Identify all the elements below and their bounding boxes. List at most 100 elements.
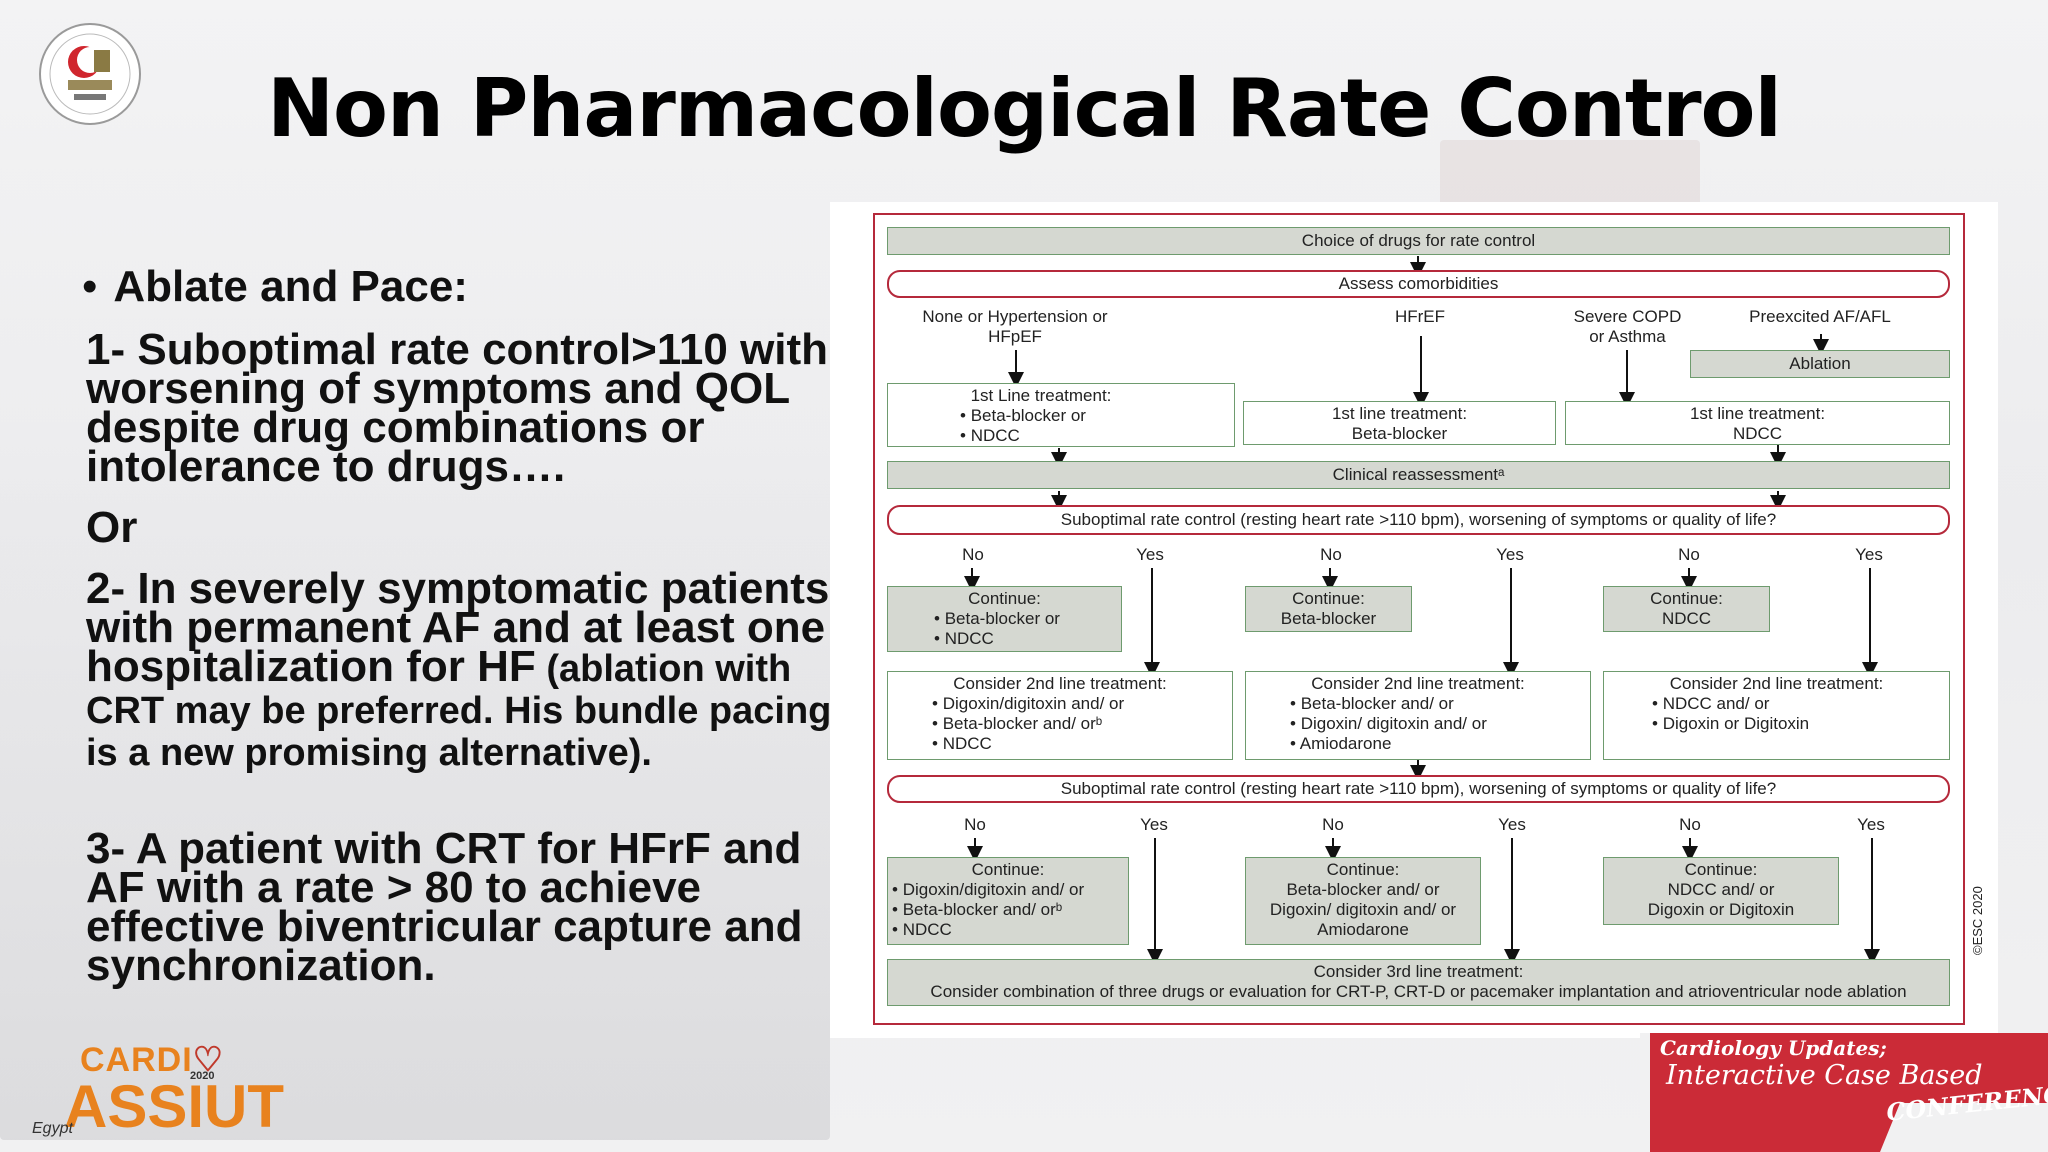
first-line-none-list: Beta-blocker or NDCC xyxy=(888,406,1234,446)
continue-hfref-2: Continue: Beta-blocker and/ or Digoxin/ … xyxy=(1245,857,1481,945)
background-decoration xyxy=(0,440,830,1140)
no-label: No xyxy=(1678,545,1700,564)
third-line-box: Consider 3rd line treatment: Consider co… xyxy=(887,959,1950,1006)
suboptimal-label-2: Suboptimal rate control (resting heart r… xyxy=(1060,779,1777,798)
ablation-box: Ablation xyxy=(1690,350,1950,378)
second-line-head: Consider 2nd line treatment: xyxy=(1311,674,1525,693)
yes-label: Yes xyxy=(1496,545,1524,564)
no-label: No xyxy=(964,815,986,834)
second-line-item: NDCC xyxy=(932,734,1232,754)
first-line-none: 1st Line treatment: Beta-blocker or NDCC xyxy=(887,383,1235,447)
suboptimal-label-1: Suboptimal rate control (resting heart r… xyxy=(1060,510,1777,529)
esc-copyright: ©ESC 2020 xyxy=(1970,886,1985,955)
second-line-copd-list: NDCC and/ or Digoxin or Digitoxin xyxy=(1604,694,1949,734)
first-line-copd-head: 1st line treatment: xyxy=(1689,404,1826,423)
point-2-bold: 2- In severely symptomatic patients with… xyxy=(86,564,830,691)
continue-copd: Continue: NDCC xyxy=(1603,586,1770,632)
third-line-head: Consider 3rd line treatment: xyxy=(1313,962,1524,981)
third-line-body: Consider combination of three drugs or e… xyxy=(930,982,1907,1001)
continue-copd-2: Continue: NDCC and/ or Digoxin or Digito… xyxy=(1603,857,1839,925)
category-copd-asthma: Severe COPD or Asthma xyxy=(1573,307,1682,346)
continue-hfref: Continue: Beta-blocker xyxy=(1245,586,1412,632)
second-line-hfref-list: Beta-blocker and/ or Digoxin/ digitoxin … xyxy=(1246,694,1590,754)
first-line-copd-body: NDCC xyxy=(1732,424,1783,443)
continue-none-2-list: Digoxin/digitoxin and/ or Beta-blocker a… xyxy=(888,880,1128,940)
no-label: No xyxy=(1679,815,1701,834)
point-2-rest: (ablation with CRT may be preferred. His… xyxy=(86,648,832,774)
choice-box: Choice of drugs for rate control xyxy=(887,227,1950,255)
yes-label: Yes xyxy=(1857,815,1885,834)
or-label: Or xyxy=(86,503,138,552)
flowchart-frame xyxy=(873,213,1965,1025)
continue-copd-body: NDCC xyxy=(1661,609,1712,628)
continue-head: Continue: xyxy=(1684,860,1758,879)
point-2: 2- In severely symptomatic patients with… xyxy=(86,567,844,774)
year-label: 2020 xyxy=(190,1070,215,1082)
continue-none-list: Beta-blocker or NDCC xyxy=(888,609,1121,649)
category-preexcited: Preexcited AF/AFL xyxy=(1749,307,1891,326)
heart-icon: ♡ xyxy=(192,1041,225,1079)
assiut-text: ASSIUT xyxy=(64,1073,285,1140)
no-label: No xyxy=(962,545,984,564)
first-line-none-item: Beta-blocker or xyxy=(960,406,1234,426)
yes-label: Yes xyxy=(1136,545,1164,564)
faculty-logo xyxy=(39,23,141,125)
continue-head: Continue: xyxy=(1292,589,1365,608)
continue-item: Digoxin/ digitoxin and/ or xyxy=(1269,900,1457,919)
second-line-item: Amiodarone xyxy=(1290,734,1590,754)
second-line-head: Consider 2nd line treatment: xyxy=(1669,674,1884,693)
continue-none-item: NDCC xyxy=(934,629,1121,649)
continue-head: Continue: xyxy=(971,860,1045,879)
conference-banner xyxy=(1640,1033,2048,1152)
continue-item: NDCC xyxy=(892,920,1128,940)
point-3: 3- A patient with CRT for HFrF and AF wi… xyxy=(86,824,803,990)
second-line-item: Digoxin or Digitoxin xyxy=(1652,714,1949,734)
continue-none-item: Beta-blocker or xyxy=(934,609,1121,629)
second-line-item: Beta-blocker and/ orᵇ xyxy=(932,714,1232,734)
suboptimal-question-2: Suboptimal rate control (resting heart r… xyxy=(887,775,1950,803)
clinical-reassessment: Clinical reassessmentᵃ xyxy=(887,461,1950,489)
first-line-none-item: NDCC xyxy=(960,426,1234,446)
continue-none-2: Continue: Digoxin/digitoxin and/ or Beta… xyxy=(887,857,1129,945)
slide-title: Non Pharmacological Rate Control xyxy=(267,62,1782,155)
background-decoration xyxy=(1440,140,1700,210)
continue-item: NDCC and/ or xyxy=(1667,880,1775,899)
assess-label: Assess comorbidities xyxy=(1338,274,1499,293)
continue-item: Digoxin/digitoxin and/ or xyxy=(892,880,1128,900)
conference-line-1: Cardiology Updates; xyxy=(1660,1036,1887,1060)
first-line-none-head: 1st Line treatment: xyxy=(970,386,1112,405)
second-line-item: Digoxin/ digitoxin and/ or xyxy=(1290,714,1590,734)
ablation-label: Ablation xyxy=(1789,354,1851,373)
bullet-heading-label: Ablate and Pace: xyxy=(113,262,468,311)
continue-head: Continue: xyxy=(968,589,1041,608)
continue-hfref-body: Beta-blocker xyxy=(1280,609,1377,628)
second-line-item: Beta-blocker and/ or xyxy=(1290,694,1590,714)
suboptimal-question-1: Suboptimal rate control (resting heart r… xyxy=(887,505,1950,535)
bullet-heading: • Ablate and Pace: xyxy=(82,262,844,312)
second-line-item: Digoxin/digitoxin and/ or xyxy=(932,694,1232,714)
reassess-label: Clinical reassessmentᵃ xyxy=(1332,465,1505,484)
bullet-dot: • xyxy=(82,262,98,311)
continue-head: Continue: xyxy=(1326,860,1400,879)
second-line-hfref: Consider 2nd line treatment: Beta-blocke… xyxy=(1245,671,1591,760)
category-none-htn-hfpef: None or Hypertension or HFpEF xyxy=(922,307,1108,346)
second-line-copd: Consider 2nd line treatment: NDCC and/ o… xyxy=(1603,671,1950,760)
second-line-none: Consider 2nd line treatment: Digoxin/dig… xyxy=(887,671,1233,760)
category-hfref: HFrEF xyxy=(1394,307,1446,326)
first-line-copd: 1st line treatment: NDCC xyxy=(1565,401,1950,445)
yes-label: Yes xyxy=(1498,815,1526,834)
assess-comorbidities: Assess comorbidities xyxy=(887,270,1950,298)
no-label: No xyxy=(1322,815,1344,834)
no-label: No xyxy=(1320,545,1342,564)
continue-item: Amiodarone xyxy=(1317,920,1409,939)
yes-label: Yes xyxy=(1140,815,1168,834)
body-text: •Ablate and Pace: 1- Suboptimal rate con… xyxy=(82,262,844,1007)
second-line-head: Consider 2nd line treatment: xyxy=(953,674,1167,693)
first-line-hfref: 1st line treatment: Beta-blocker xyxy=(1243,401,1556,445)
cardio-assiut-logo: CARDI♡ ASSIUT 2020 Egypt xyxy=(28,1040,285,1140)
choice-label: Choice of drugs for rate control xyxy=(1301,231,1536,250)
second-line-item: NDCC and/ or xyxy=(1652,694,1949,714)
conference-line-2: Interactive Case Based xyxy=(1666,1060,1983,1091)
continue-item: Beta-blocker and/ orᵇ xyxy=(892,900,1128,920)
